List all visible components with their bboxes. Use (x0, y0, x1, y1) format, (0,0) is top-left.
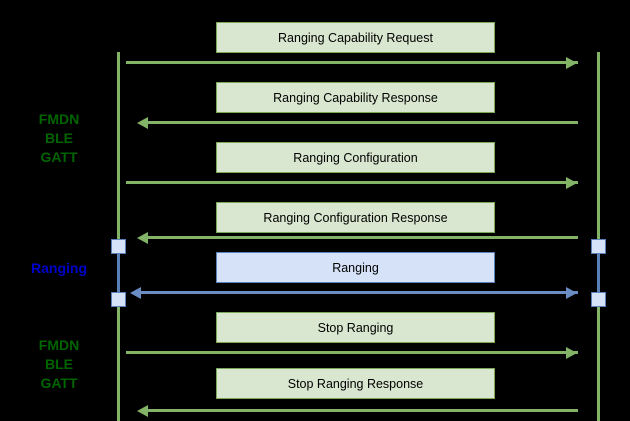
arrow-head-left-icon (137, 231, 148, 244)
message-label: Ranging Capability Response (273, 90, 438, 105)
message-box-ranging-capability-response[interactable]: Ranging Capability Response (216, 82, 495, 113)
phase-label-ranging: Ranging (31, 260, 87, 276)
message-box-stop-ranging[interactable]: Stop Ranging (216, 312, 495, 343)
message-label: Stop Ranging (317, 320, 394, 335)
message-box-ranging[interactable]: Ranging (216, 252, 495, 283)
message-box-ranging-configuration[interactable]: Ranging Configuration (216, 142, 495, 173)
lifeline-left (117, 52, 120, 421)
arrow-head-left-icon (137, 404, 148, 417)
arrow-head-right-icon (566, 286, 577, 299)
arrow-head-right-icon (566, 56, 577, 69)
message-label: Ranging Configuration Response (263, 210, 448, 225)
activation-node-right-start (591, 239, 606, 254)
message-arrow-stop-ranging (126, 351, 578, 354)
phase-label-fmdn-top: FMDN BLE GATT (38, 111, 80, 165)
message-arrow-ranging-configuration-response (148, 236, 578, 239)
message-arrow-ranging-capability-response (148, 121, 578, 124)
message-arrow-ranging (141, 291, 578, 294)
arrow-head-right-icon (566, 346, 577, 359)
message-label: Ranging Capability Request (278, 30, 433, 45)
message-arrow-stop-ranging-response (148, 409, 578, 412)
arrow-head-right-icon (566, 176, 577, 189)
message-box-ranging-capability-request[interactable]: Ranging Capability Request (216, 22, 495, 53)
activation-node-left-end (111, 292, 126, 307)
message-arrow-ranging-capability-request (126, 61, 578, 64)
message-label: Stop Ranging Response (287, 376, 424, 391)
activation-bar-left (117, 247, 120, 299)
arrow-head-left-icon (137, 116, 148, 129)
activation-bar-right (597, 247, 600, 299)
activation-node-right-end (591, 292, 606, 307)
message-box-stop-ranging-response[interactable]: Stop Ranging Response (216, 368, 495, 399)
message-arrow-ranging-configuration (126, 181, 578, 184)
lifeline-right (597, 52, 600, 421)
message-box-ranging-configuration-response[interactable]: Ranging Configuration Response (216, 202, 495, 233)
activation-node-left-start (111, 239, 126, 254)
arrow-head-left-icon (130, 286, 141, 299)
message-label: Ranging Configuration (293, 150, 418, 165)
phase-label-fmdn-bottom: FMDN BLE GATT (38, 337, 80, 391)
message-label: Ranging (332, 260, 379, 275)
